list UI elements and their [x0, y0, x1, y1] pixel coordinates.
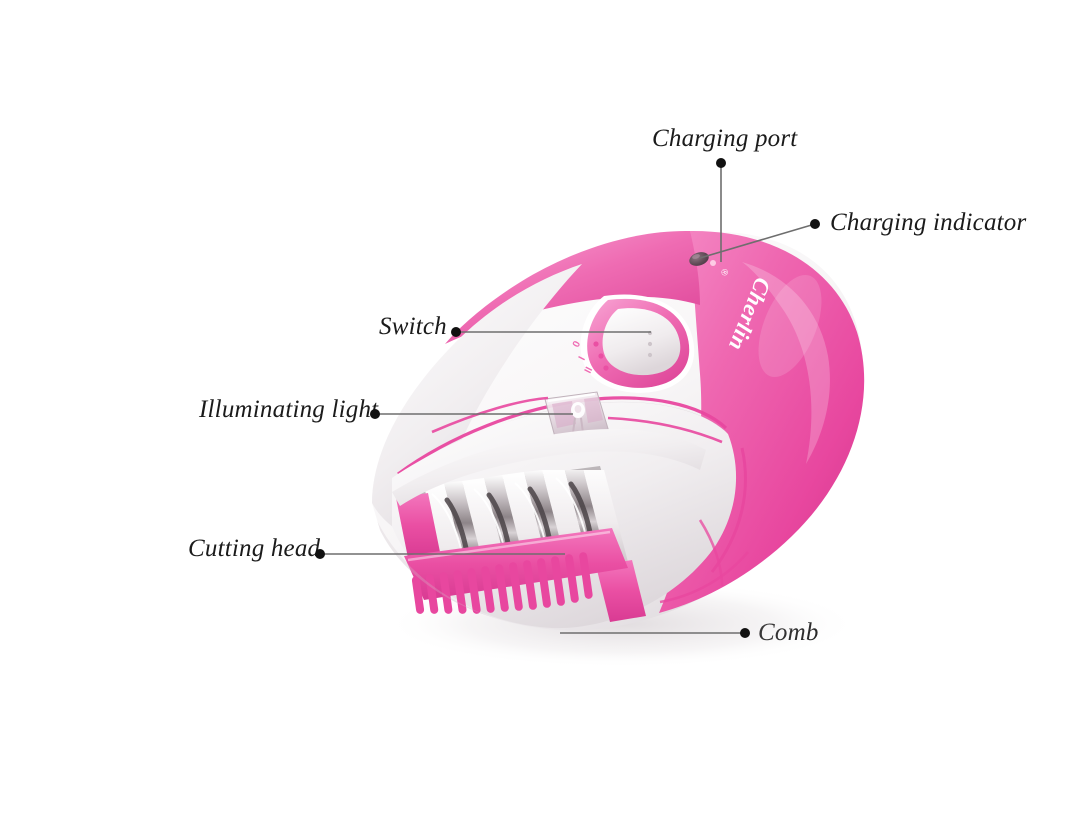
comb-attachment	[404, 528, 628, 614]
switch-marking-2: II	[583, 365, 595, 375]
switch-speed-markings: 0 I II	[571, 339, 609, 375]
pink-gloss	[758, 274, 822, 378]
switch-marking-1: I	[577, 355, 588, 363]
charging-indicator	[710, 260, 716, 266]
switch-grip-dot	[647, 330, 653, 336]
lamp-inner-right	[584, 397, 603, 423]
body-seam-ring	[659, 551, 749, 604]
lamp-gloss	[547, 392, 596, 403]
brand-registered-mark: ®	[719, 267, 731, 277]
callout-label-cutting-head: Cutting head	[188, 535, 321, 562]
switch-grip-dot	[647, 352, 653, 358]
switch-button[interactable]	[602, 308, 681, 376]
callout-label-switch: Switch	[379, 313, 447, 340]
lamp-bulb-core	[574, 405, 582, 413]
callout-label-illuminating-light: Illuminating light	[199, 396, 379, 423]
comb-teeth	[411, 552, 593, 614]
speed-dot	[593, 341, 599, 347]
body-shading	[372, 510, 556, 631]
callout-label-charging-port: Charging port	[652, 125, 798, 152]
body-seam-right	[710, 447, 747, 573]
pink-highlight	[742, 262, 830, 464]
switch-marking-0: 0	[571, 339, 584, 349]
charging-port-gloss	[692, 254, 700, 259]
callout-label-charging-indicator: Charging indicator	[830, 209, 1027, 236]
tweezer-pinch-shadows	[444, 481, 593, 551]
body-seam-right2	[698, 519, 724, 587]
head-endcap-right	[596, 560, 646, 622]
comb-gloss	[407, 530, 611, 562]
disc-highlights	[431, 477, 587, 553]
head-frame-top	[392, 428, 706, 506]
head-endcap-left	[396, 493, 440, 558]
speed-dot	[603, 365, 609, 371]
speed-dot	[598, 353, 604, 359]
switch-grip-dot	[647, 341, 653, 347]
body-seam-upper	[431, 396, 549, 434]
switch-assembly[interactable]	[580, 294, 695, 393]
body-seam-upper-right	[607, 416, 723, 444]
